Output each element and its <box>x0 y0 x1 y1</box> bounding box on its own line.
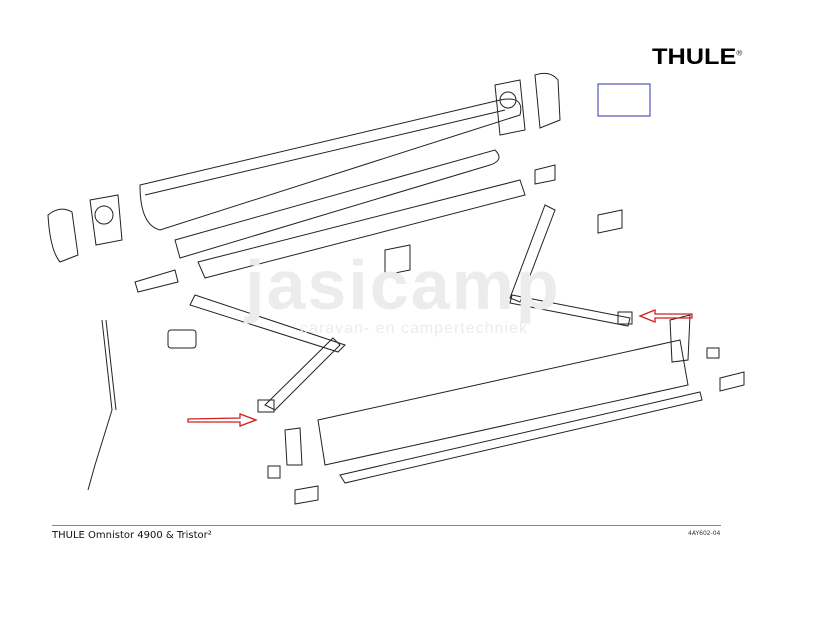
left-end-cap <box>47 194 123 263</box>
left-support-arm <box>189 294 346 413</box>
thule-logo: THULE® <box>652 44 742 70</box>
awning-cassette <box>139 98 522 231</box>
awning-roller-tube <box>174 149 526 279</box>
watermark: jasicamp caravan- en campertechniek <box>245 250 561 338</box>
registered-mark: ® <box>736 50 743 58</box>
diagram-title: THULE Omnistor 4900 & Tristor² <box>52 530 212 541</box>
crank-handle <box>87 319 117 491</box>
red-arrow-icon <box>638 309 693 323</box>
spare-parts-inset-box <box>597 83 651 117</box>
watermark-tagline: caravan- en campertechniek <box>300 320 528 337</box>
right-support-arm <box>509 204 633 327</box>
front-profile-bar <box>317 339 703 484</box>
watermark-name: jasicamp <box>245 246 561 324</box>
small-parts <box>134 164 745 505</box>
red-arrow-icon <box>187 413 258 427</box>
diagram-code: 4AY602-04 <box>688 530 721 537</box>
right-end-cap <box>494 72 561 136</box>
logo-text: THULE <box>652 44 737 69</box>
footer-divider <box>52 525 721 526</box>
